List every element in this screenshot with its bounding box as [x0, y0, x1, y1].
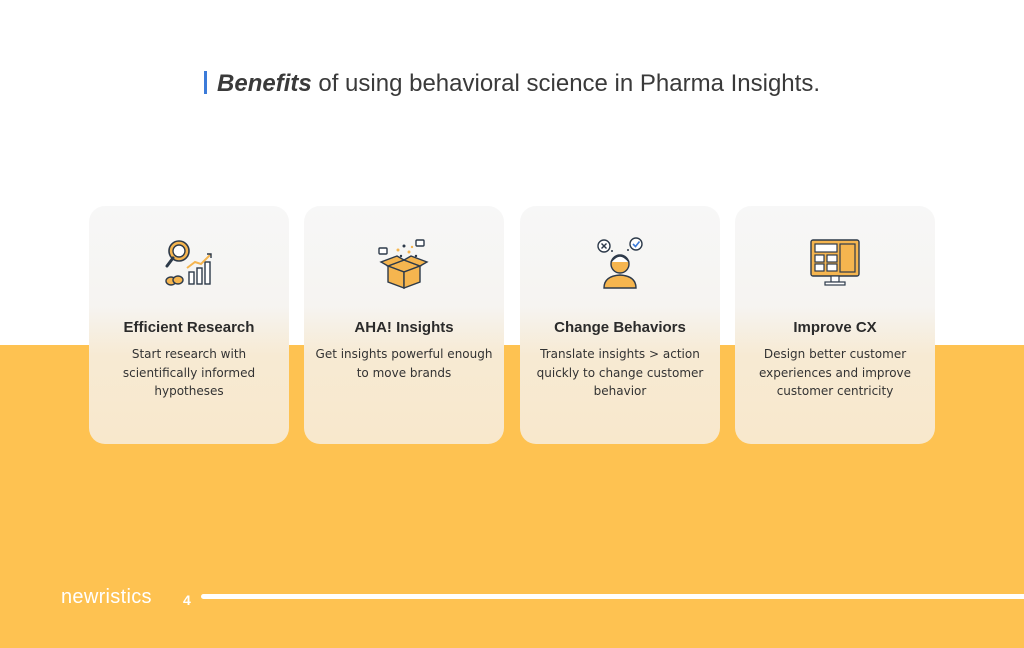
card-improve-cx: Improve CX Design better customer experi…: [735, 206, 935, 444]
card-description: Get insights powerful enough to move bra…: [315, 347, 493, 380]
card-title: Improve CX: [793, 319, 877, 336]
page-title: Benefits of using behavioral science in …: [0, 70, 1024, 98]
card-efficient-research: Efficient Research Start research with s…: [89, 206, 289, 444]
monitor-dashboard-icon: [807, 236, 863, 292]
card-aha-insights: AHA! Insights Get insights powerful enou…: [304, 206, 504, 444]
card-title: Efficient Research: [123, 319, 255, 336]
footer-divider: [201, 594, 1024, 599]
title-emphasis: Benefits: [217, 70, 312, 97]
page-number: 4: [183, 592, 191, 608]
card-description: Translate insights > action quickly to c…: [536, 347, 704, 398]
card-description: Design better customer experiences and i…: [758, 347, 912, 398]
card-title: Change Behaviors: [554, 319, 686, 336]
card-description: Start research with scientifically infor…: [122, 347, 256, 398]
card-title: AHA! Insights: [354, 319, 454, 336]
research-magnifier-chart-icon: [161, 236, 217, 292]
title-accent-bar: [204, 71, 208, 94]
title-rest: of using behavioral science in Pharma In…: [311, 70, 820, 97]
company-logo: newristics: [61, 586, 152, 608]
insight-box-icon: [376, 236, 432, 292]
card-change-behaviors: Change Behaviors Translate insights > ac…: [520, 206, 720, 444]
person-decision-icon: [592, 236, 648, 292]
